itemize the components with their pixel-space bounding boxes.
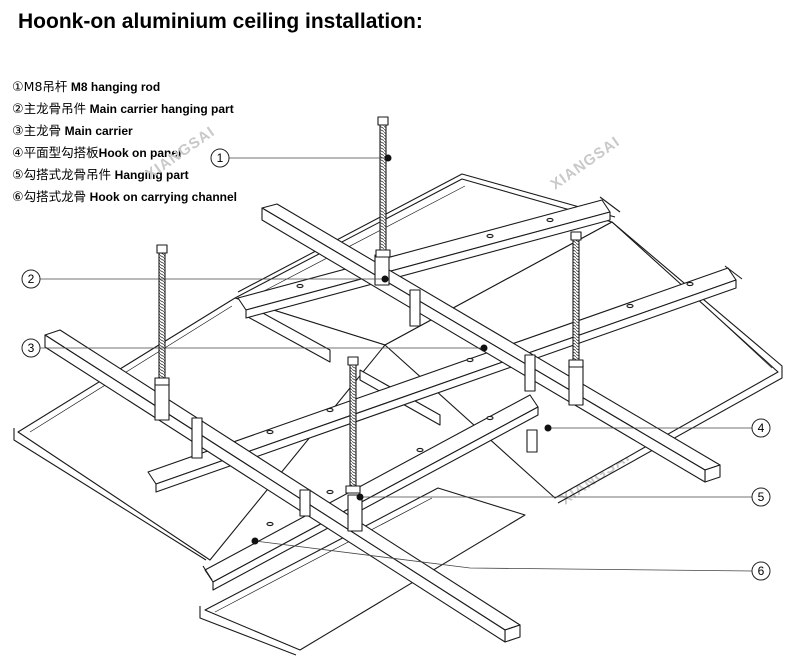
legend-number: ⑤: [12, 167, 24, 182]
diagram-title: Hoonk-on aluminium ceiling installation:: [18, 10, 423, 33]
carrying-channel-front: [202, 394, 539, 591]
legend-chinese-label: 勾搭式龙骨吊件: [23, 167, 112, 182]
m8-hanging-rod: [568, 231, 584, 368]
m8-hanging-rod: [345, 356, 361, 494]
callout-number: 1: [217, 151, 224, 165]
legend-chinese-label: 主龙骨吊件: [23, 101, 87, 116]
callout-number: 4: [758, 421, 765, 435]
legend-english-label: M8 hanging rod: [70, 80, 161, 94]
leader-dots: [251, 154, 552, 545]
legend-item-4: ④平面型勾搭板Hook on panel: [12, 142, 237, 164]
legend-number: ③: [12, 123, 24, 138]
callout-6: 6: [751, 561, 771, 581]
legend-chinese-label: M8吊杆: [23, 79, 68, 94]
legend-number: ④: [12, 145, 24, 160]
legend-english-label: Hanging part: [114, 168, 189, 182]
legend-item-3: ③主龙骨 Main carrier: [12, 120, 237, 142]
callout-number: 2: [28, 272, 35, 286]
legend-item-5: ⑤勾搭式龙骨吊件 Hanging part: [12, 164, 237, 186]
legend-chinese-label: 平面型勾搭板: [23, 145, 99, 160]
main-carrier-hanging-part: [154, 254, 584, 421]
callout-3: 3: [21, 338, 41, 358]
callout-5: 5: [751, 487, 771, 507]
legend-number: ②: [12, 101, 24, 116]
callout-number: 6: [758, 564, 765, 578]
legend-english-label: Hook on carrying channel: [89, 190, 238, 204]
legend-number: ①: [12, 79, 24, 94]
callout-4: 4: [751, 418, 771, 438]
legend-item-1: ①M8吊杆 M8 hanging rod: [12, 76, 237, 98]
legend-number: ⑥: [12, 189, 24, 204]
callout-number: 5: [758, 490, 765, 504]
legend-english-label: Main carrier hanging part: [89, 102, 234, 116]
legend-english-label: Main carrier: [64, 124, 133, 138]
carrying-channel-middle: [147, 265, 743, 493]
legend-english-label: Hook on panel: [98, 146, 182, 160]
legend-chinese-label: 勾搭式龙骨: [23, 189, 87, 204]
channel-hanging-part: [191, 289, 538, 532]
callout-1: 1: [210, 148, 230, 168]
carrying-channel-back: [237, 196, 621, 319]
legend-item-2: ②主龙骨吊件 Main carrier hanging part: [12, 98, 237, 120]
callout-number: 3: [28, 341, 35, 355]
callout-2: 2: [21, 269, 41, 289]
parts-legend: ①M8吊杆 M8 hanging rod ②主龙骨吊件 Main carrier…: [12, 76, 237, 208]
watermark-text: XIANGSAI: [143, 123, 219, 183]
m8-hanging-rod: [375, 116, 391, 258]
callout-markers: 1 2 3 4 5 6: [21, 148, 771, 581]
legend-item-6: ⑥勾搭式龙骨 Hook on carrying channel: [12, 186, 237, 208]
m8-hanging-rod: [154, 244, 170, 386]
leader-lines: [40, 157, 753, 572]
watermark-text: XIANGSAI: [548, 133, 624, 193]
legend-chinese-label: 主龙骨: [23, 123, 62, 138]
